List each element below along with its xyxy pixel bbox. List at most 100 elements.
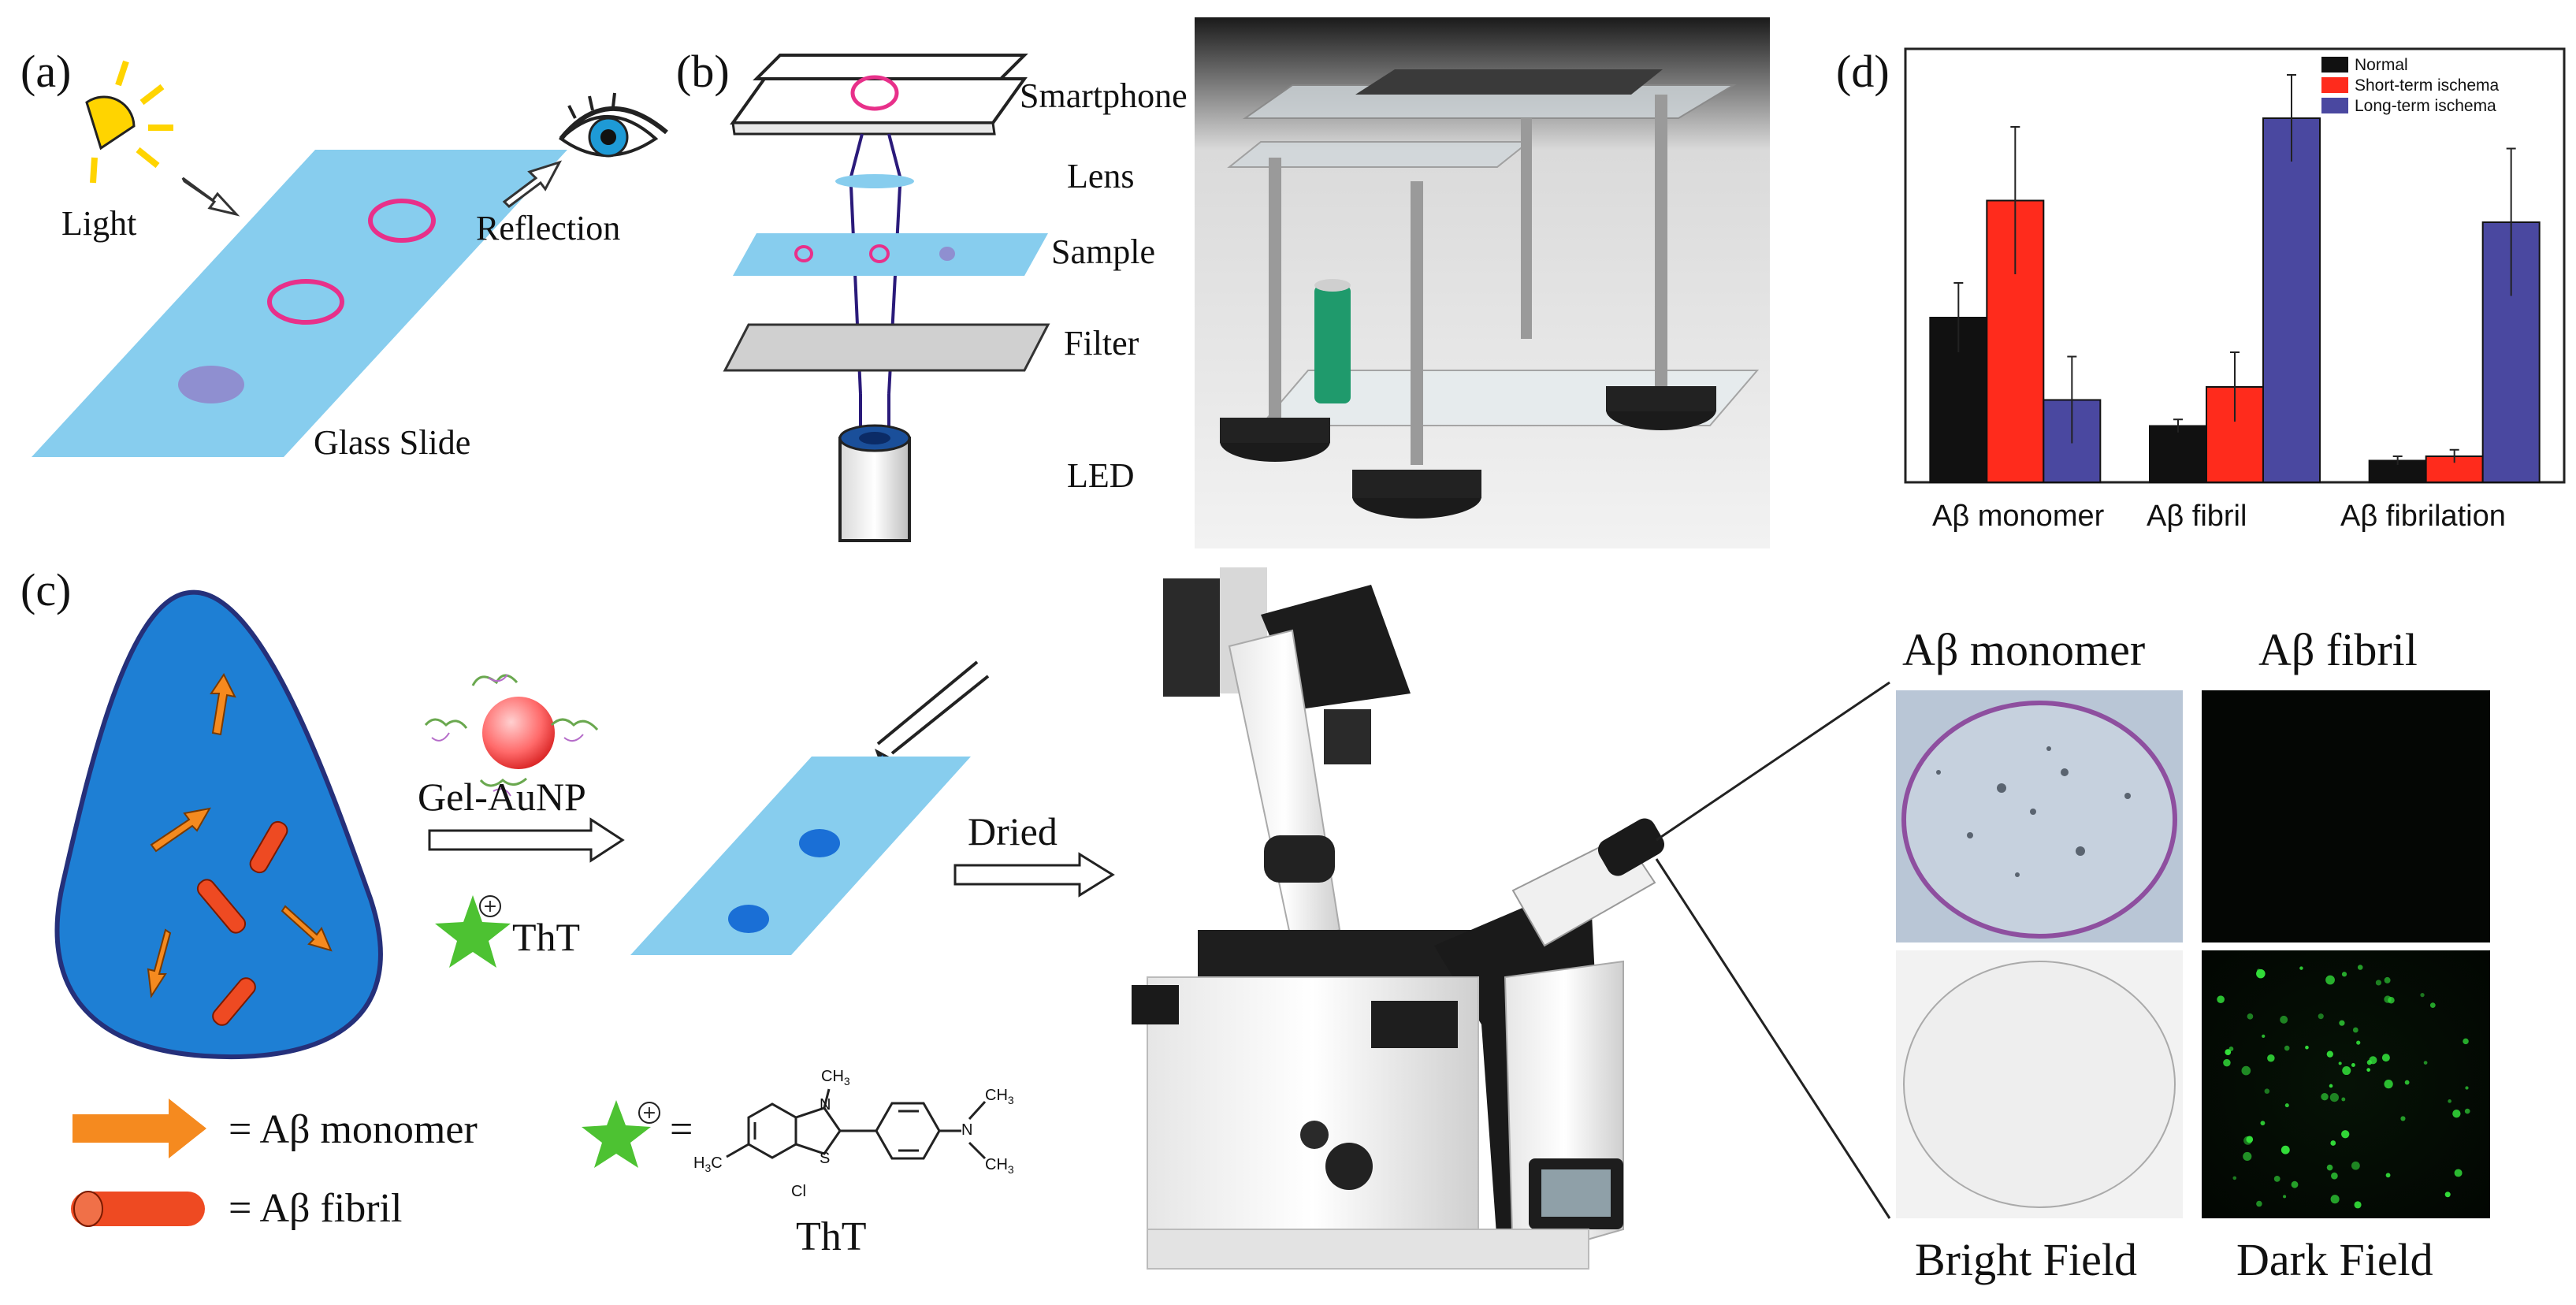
sample-spot <box>178 366 244 403</box>
microscope-photo <box>1132 567 1665 1270</box>
fluorescent-spot <box>2454 1169 2463 1177</box>
dried-drop <box>799 829 840 857</box>
fluorescent-spot <box>2247 1013 2254 1020</box>
legend-fibril-text: = Aβ fibril <box>229 1186 403 1231</box>
eye-icon <box>558 92 668 158</box>
lens-shape <box>835 174 914 188</box>
fluorescent-spot <box>2384 995 2392 1003</box>
monomer-arrow <box>150 807 211 853</box>
fibril-rod <box>196 879 247 934</box>
fluorescent-spot <box>2375 980 2382 986</box>
legend-label: Short-term ischema <box>2355 76 2500 95</box>
micrograph-col1-title: Aβ monomer <box>1902 624 2146 675</box>
filter-label: Filter <box>1064 324 1139 362</box>
smartphone-icon <box>730 54 1028 136</box>
incident-light-arrow <box>181 177 240 217</box>
panel-c-sample <box>54 589 383 1059</box>
chart-tick-label: Aβ fibrilation <box>2340 500 2506 533</box>
fluorescent-spot <box>2429 1002 2436 1009</box>
fluorescent-spot <box>2356 1040 2361 1045</box>
panel-c-label: (c) <box>20 564 72 615</box>
light-label: Light <box>61 204 137 243</box>
legend-swatch <box>2321 57 2348 72</box>
micrograph-bright-monomer <box>1896 690 2183 942</box>
fluorescent-spot <box>2280 1015 2288 1024</box>
fluorescent-spot <box>2299 966 2303 970</box>
tht-label: ThT <box>512 915 581 959</box>
fibril-rod <box>249 820 288 874</box>
fluorescent-spot <box>2463 1038 2469 1045</box>
chem-h3c: H3C <box>693 1154 723 1174</box>
fluorescent-spot <box>2283 1195 2287 1199</box>
micrograph-bright-field <box>1896 950 2183 1218</box>
fluorescent-spot <box>2354 1201 2362 1209</box>
panel-b-schematic <box>723 54 1050 542</box>
fluorescent-spot <box>2329 1084 2333 1088</box>
sample-label: Sample <box>1051 232 1155 271</box>
micrograph-dark-field <box>2202 950 2490 1218</box>
panel-a <box>32 60 668 457</box>
sample-ring <box>267 279 344 325</box>
fluorescent-spot <box>2305 1045 2309 1050</box>
chart-tick-label: Aβ fibril <box>2147 500 2247 533</box>
chem-sulfur: S <box>820 1150 831 1167</box>
fluorescent-spot <box>2273 1175 2280 1182</box>
monomer-arrow <box>210 673 236 736</box>
fluorescent-spot <box>2264 1088 2270 1094</box>
fluorescent-spot <box>2452 1110 2461 1118</box>
fluorescent-spot <box>2291 1180 2299 1188</box>
fluorescent-spot <box>2217 995 2225 1004</box>
gel-aunp-label: Gel-AuNP <box>418 775 586 819</box>
chem-ch3-a: CH3 <box>985 1087 1014 1106</box>
dark-field-label: Dark Field <box>2236 1234 2433 1285</box>
dried-drop <box>728 905 769 933</box>
fluorescent-spot <box>2329 1093 2339 1102</box>
gel-aunp-icon <box>424 674 599 797</box>
fluorescent-spot <box>2351 1161 2360 1170</box>
reflection-label: Reflection <box>476 209 621 247</box>
fluorescent-spot <box>2369 1056 2377 1065</box>
panel-a-label: (a) <box>20 46 72 97</box>
fluorescent-spot <box>2331 1172 2338 1180</box>
micrograph-col2-title: Aβ fibril <box>2258 624 2418 675</box>
micrograph-dark-fibril-top <box>2202 690 2490 942</box>
fluorescent-spot <box>2381 1054 2390 1062</box>
fluorescent-spot <box>2257 969 2261 972</box>
chart-bar <box>2262 117 2321 483</box>
led-label: LED <box>1067 456 1135 495</box>
fluorescent-spot <box>2341 1097 2346 1102</box>
fluorescent-spot <box>2267 1054 2275 1062</box>
filter-plate <box>723 323 1050 372</box>
tht-structure <box>726 1088 987 1160</box>
chem-cl: Cl <box>791 1183 806 1200</box>
fluorescent-spot <box>2280 1145 2290 1154</box>
smartphone-label: Smartphone <box>1020 76 1188 115</box>
sample-ring <box>368 199 436 243</box>
fluorescent-spot <box>2256 1200 2262 1207</box>
fluorescent-spot <box>2352 1027 2359 1033</box>
reflection-arrow <box>502 160 563 208</box>
fluorescent-spot <box>2465 1086 2469 1090</box>
led-icon <box>838 424 911 542</box>
chart-bar <box>2149 425 2207 483</box>
fluorescent-spot <box>2339 1020 2345 1026</box>
sample-slide-c <box>630 757 971 955</box>
glass-slide <box>32 150 567 457</box>
fluorescent-spot <box>2223 1058 2231 1067</box>
fluorescent-spot <box>2351 1063 2355 1068</box>
fluorescent-spot <box>2284 1103 2289 1108</box>
panel-d-label: (d) <box>1836 46 1890 97</box>
fluorescent-spot <box>2400 1116 2406 1121</box>
zoom-lines <box>1655 681 1891 1219</box>
fluorescent-spot <box>2232 1176 2237 1180</box>
fluorescent-spot <box>2326 1050 2333 1058</box>
bright-field-label: Bright Field <box>1915 1234 2137 1285</box>
legend-equals: = <box>670 1107 693 1152</box>
fluorescent-spot <box>2241 1065 2251 1076</box>
fluorescent-spot <box>2321 1093 2329 1101</box>
smartphone-stand-photo <box>1195 17 1770 548</box>
